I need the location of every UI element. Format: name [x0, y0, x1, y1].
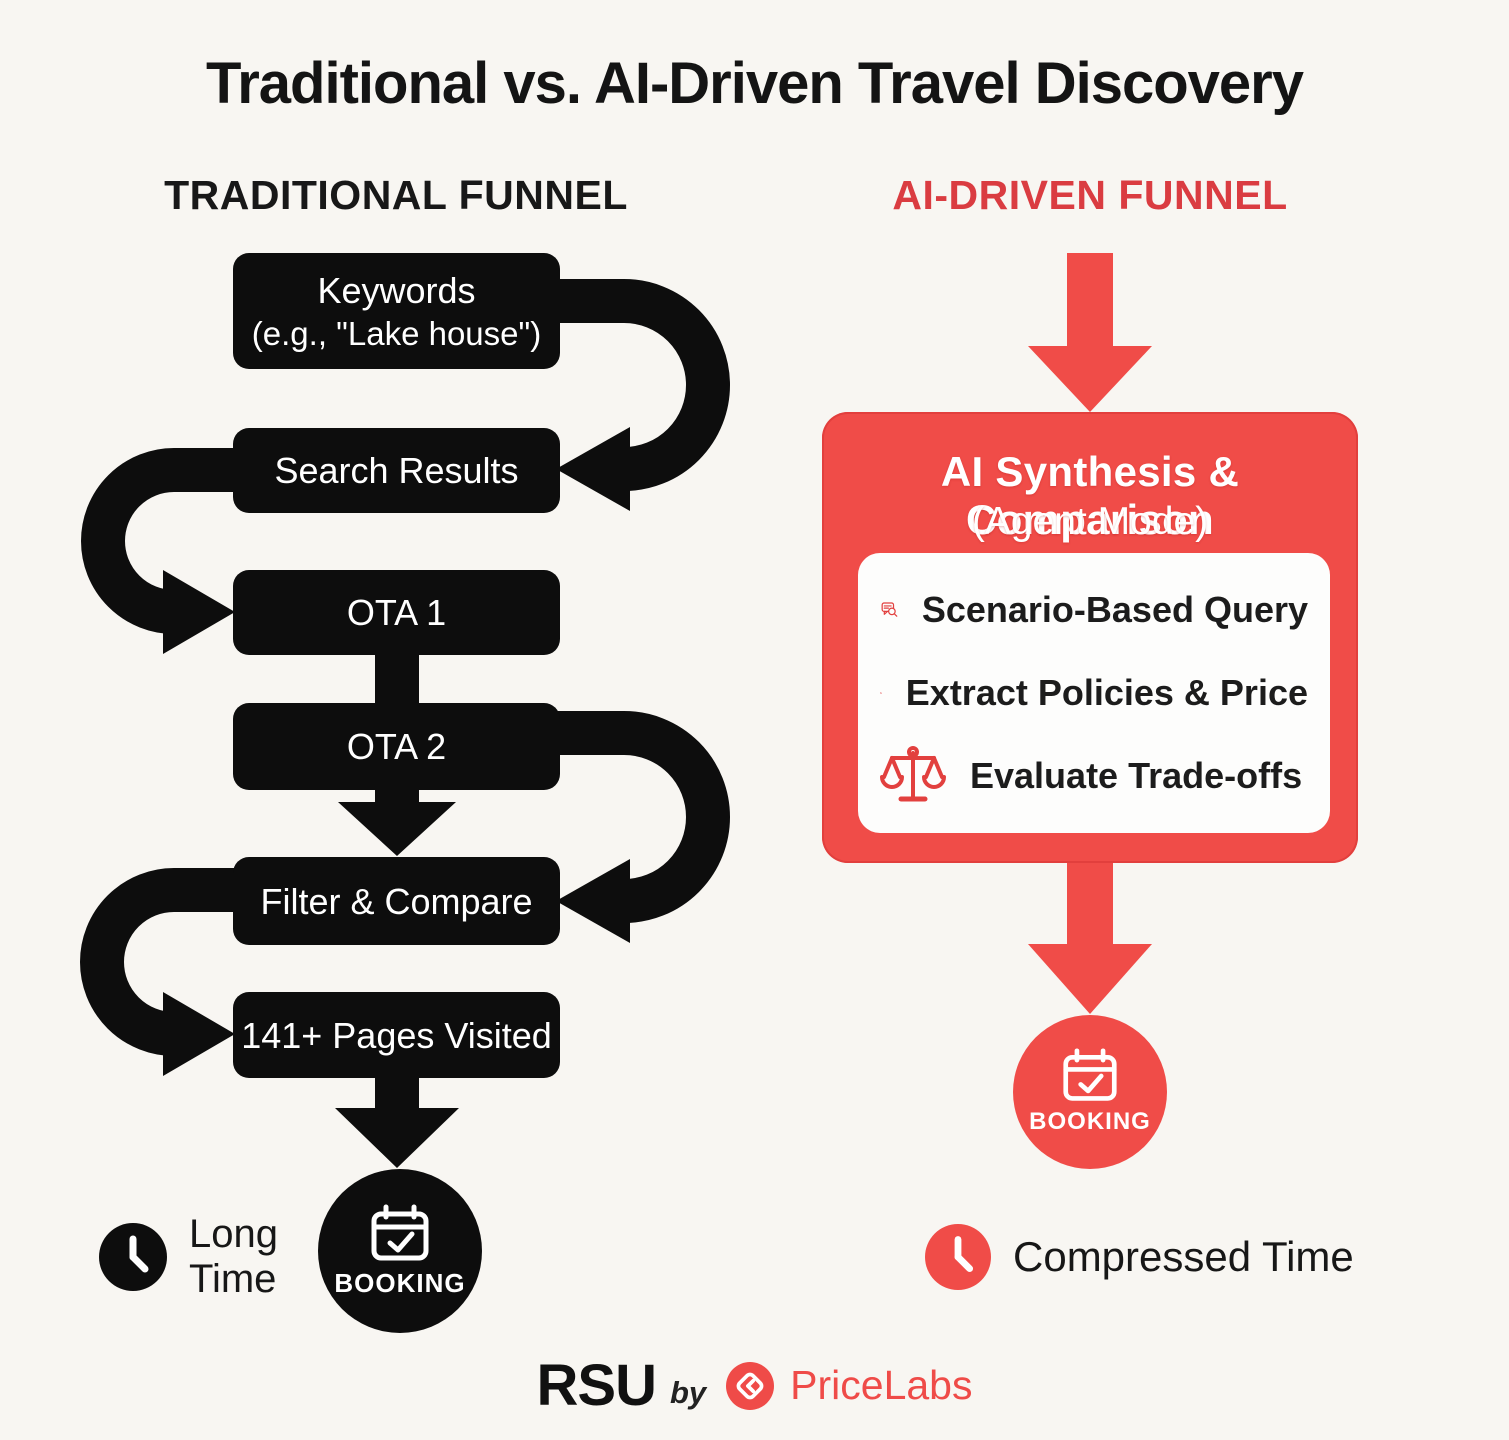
traditional-time-label: Long Time: [189, 1212, 278, 1302]
footer-by-text: by: [669, 1374, 707, 1410]
arrow-ota2-to-filter-loop: [552, 711, 730, 923]
ai-time-note: Compressed Time: [925, 1224, 1354, 1290]
ai-feature-panel: Scenario-Based Query $ Extract Policies …: [858, 553, 1330, 833]
booking-label-ai: BOOKING: [1029, 1108, 1151, 1135]
step-ota2: OTA 2: [233, 703, 560, 790]
calendar-check-icon: [371, 1204, 429, 1260]
document-price-search-icon: $: [880, 692, 882, 694]
clock-icon: [99, 1222, 167, 1291]
step-search-results: Search Results: [233, 428, 560, 513]
ai-box-subtitle: (Agent Mode): [971, 500, 1209, 543]
step-pages-visited: 141+ Pages Visited: [233, 992, 560, 1078]
footer-branding: RSU by PriceLabs: [0, 1352, 1509, 1419]
arrow-search-to-ota1: [81, 448, 240, 634]
arrow-keywords-to-search: [552, 279, 730, 491]
traditional-time-note: Long Time: [99, 1212, 278, 1302]
scales-icon: [880, 746, 946, 802]
arrowhead-into-ota1: [163, 570, 235, 654]
clock-icon: [925, 1224, 991, 1290]
step-keywords-line2: (e.g., "Lake house"): [251, 314, 542, 352]
rsu-logo-text: RSU: [536, 1353, 657, 1418]
step-ota2-label: OTA 2: [346, 726, 447, 767]
arrowhead-into-search: [556, 427, 630, 511]
ai-funnel-heading: AI-DRIVEN FUNNEL: [892, 172, 1288, 218]
traditional-funnel-heading: TRADITIONAL FUNNEL: [164, 172, 628, 218]
ai-feature-label-extract: Extract Policies & Price: [905, 672, 1308, 713]
chat-search-icon: [881, 602, 898, 617]
step-filter-compare: Filter & Compare: [233, 857, 560, 945]
calendar-check-icon: [1063, 1048, 1117, 1101]
arrowhead-into-booking-black: [335, 1108, 459, 1168]
ai-synthesis-box: AI Synthesis & Comparison (Agent Mode) S…: [822, 412, 1358, 863]
arrowhead-into-aibox: [1028, 346, 1152, 412]
step-ota1-label: OTA 1: [346, 592, 447, 633]
arrow-filter-to-pages: [80, 868, 240, 1056]
booking-node-ai: BOOKING: [1013, 1015, 1167, 1169]
ai-feature-row-query: Scenario-Based Query: [880, 573, 1308, 647]
booking-node-traditional: BOOKING: [318, 1169, 482, 1333]
traditional-time-line1: Long: [189, 1212, 278, 1256]
page-title: Traditional vs. AI-Driven Travel Discove…: [206, 51, 1304, 116]
arrowhead-into-filter-loop: [556, 859, 630, 943]
ai-feature-row-tradeoffs: Evaluate Trade-offs: [880, 739, 1308, 813]
traditional-time-line2: Time: [189, 1256, 277, 1301]
step-filter-compare-label: Filter & Compare: [260, 880, 533, 922]
ai-feature-label-tradeoffs: Evaluate Trade-offs: [970, 755, 1303, 796]
arrowhead-into-filter-down: [338, 802, 456, 856]
arrowhead-into-booking-red: [1028, 944, 1152, 1014]
booking-label-traditional: BOOKING: [334, 1267, 466, 1298]
pricelabs-logo-text: PriceLabs: [790, 1362, 973, 1408]
pricelabs-logo-icon: [726, 1361, 775, 1410]
step-ota1: OTA 1: [233, 570, 560, 655]
ai-box-title: AI Synthesis & Comparison: [940, 448, 1240, 543]
ai-feature-label-query: Scenario-Based Query: [921, 589, 1308, 630]
step-keywords: Keywords (e.g., "Lake house"): [233, 253, 560, 369]
step-search-results-label: Search Results: [274, 450, 519, 491]
ai-feature-row-extract: $ Extract Policies & Price: [880, 656, 1308, 730]
arrowhead-into-pages: [163, 992, 235, 1076]
step-keywords-line1: Keywords: [317, 269, 476, 311]
ai-time-label: Compressed Time: [1013, 1233, 1354, 1281]
step-pages-visited-label: 141+ Pages Visited: [241, 1014, 552, 1056]
